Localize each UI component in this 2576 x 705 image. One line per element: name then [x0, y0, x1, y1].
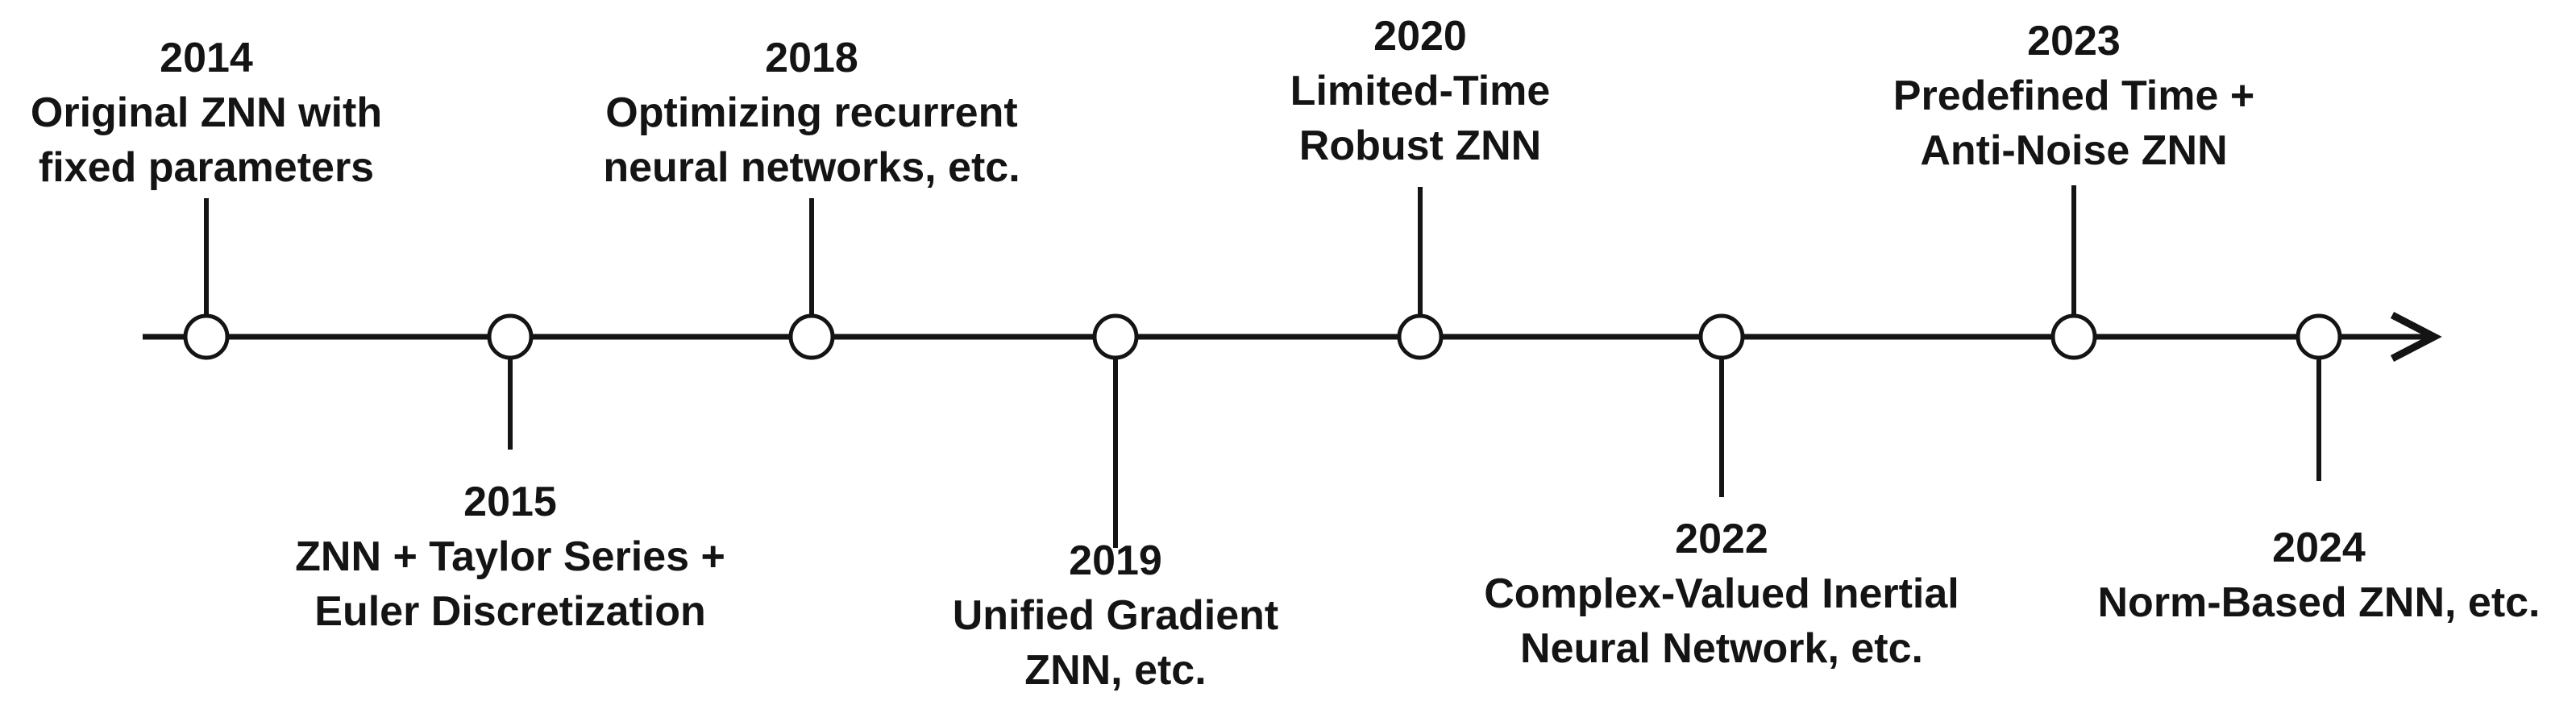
event-description-line: Predefined Time +: [1893, 73, 2255, 119]
event-year: 2022: [1675, 516, 1768, 562]
event-label-2019: 2019 Unified Gradient ZNN, etc.: [953, 533, 1278, 698]
event-description-line: Optimizing recurrent: [605, 89, 1018, 136]
event-description-line: Robust ZNN: [1298, 122, 1542, 169]
event-year: 2020: [1373, 13, 1467, 60]
event-description-line: Original ZNN with: [30, 89, 383, 136]
event-year: 2019: [1069, 537, 1162, 584]
event-year: 2014: [160, 35, 253, 81]
event-description-line: Anti-Noise ZNN: [1920, 127, 2228, 174]
event-description-line: Complex-Valued Inertial: [1484, 570, 1959, 617]
event-year: 2018: [765, 35, 858, 81]
event-year: 2023: [2027, 18, 2121, 64]
timeline-node-2015: [487, 313, 534, 360]
event-description-line: Unified Gradient: [952, 592, 1279, 639]
event-description-line: ZNN + Taylor Series +: [295, 533, 725, 580]
event-label-2024: 2024 Norm-Based ZNN, etc.: [2098, 520, 2541, 630]
event-description-line: Limited-Time: [1290, 68, 1551, 114]
event-description-line: fixed parameters: [38, 144, 375, 191]
event-description-line: Euler Discretization: [314, 588, 706, 635]
timeline-node-2014: [183, 313, 230, 360]
event-description-line: ZNN, etc.: [1024, 647, 1207, 694]
event-description-line: Norm-Based ZNN, etc.: [2097, 579, 2541, 626]
axis-arrowhead: [2390, 312, 2442, 362]
timeline-node-2022: [1698, 313, 1745, 360]
timeline-node-2023: [2050, 313, 2097, 360]
event-description-line: neural networks, etc.: [603, 144, 1020, 191]
event-year: 2015: [463, 479, 557, 525]
event-label-2018: 2018 Optimizing recurrent neural network…: [603, 31, 1020, 195]
timeline-node-2024: [2296, 313, 2342, 360]
event-label-2020: 2020 Limited-Time Robust ZNN: [1290, 9, 1551, 173]
event-label-2022: 2022 Complex-Valued Inertial Neural Netw…: [1484, 512, 1959, 676]
timeline-node-2019: [1092, 313, 1139, 360]
event-label-2014: 2014 Original ZNN with fixed parameters: [31, 31, 382, 195]
event-description-line: Neural Network, etc.: [1520, 625, 1923, 672]
timeline-node-2020: [1397, 313, 1444, 360]
timeline-node-2018: [788, 313, 835, 360]
event-year: 2024: [2272, 525, 2366, 571]
event-label-2023: 2023 Predefined Time + Anti-Noise ZNN: [1893, 14, 2254, 178]
event-label-2015: 2015 ZNN + Taylor Series + Euler Discret…: [295, 475, 725, 639]
